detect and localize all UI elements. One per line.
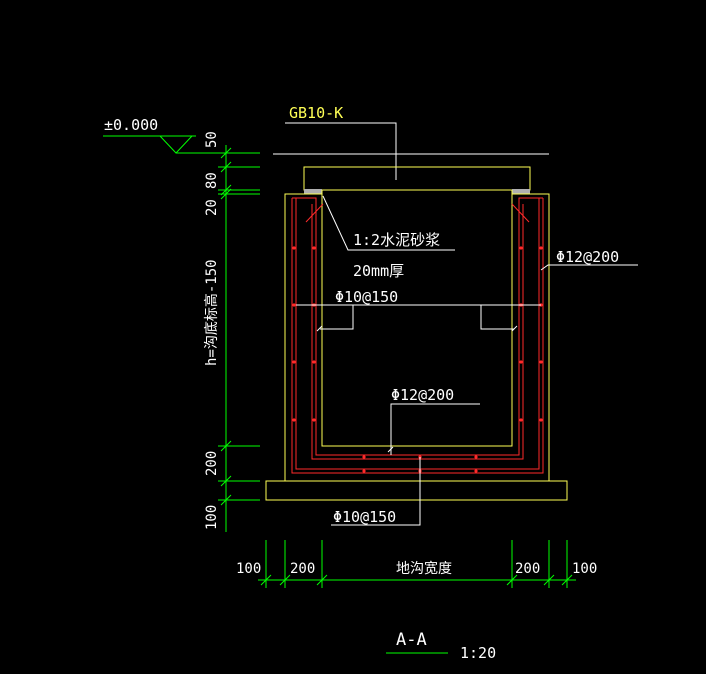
section-scale: 1:20	[460, 644, 496, 662]
vdim-50: 50	[204, 131, 220, 148]
mortar-leader	[322, 195, 455, 251]
base-cushion	[265, 480, 568, 501]
wall-inner-rebar-leader-right	[480, 305, 514, 330]
outer-rebar-u-second	[295, 198, 540, 470]
vdim-200: 200	[204, 451, 220, 476]
annotations: 1:2水泥砂浆 20mm厚 Φ12@200 Φ10@150 Φ12@200 Φ1…	[296, 195, 638, 526]
leader-tick-bottom	[387, 446, 394, 453]
bottom-outer-rebar-leader	[331, 457, 421, 526]
level-mark-triangle	[159, 135, 193, 154]
vertical-dimension-texts: 50 80 20 h=沟底标高-150 200 100	[203, 131, 220, 530]
section-title-block: A-A 1:20	[386, 630, 496, 662]
hdim-left-100: 100	[236, 561, 261, 577]
inner-rebar-u	[315, 204, 520, 456]
concrete-section	[265, 190, 568, 501]
cover-pad-left	[304, 189, 322, 194]
cover-leader	[285, 122, 397, 180]
hdim-left-200: 200	[290, 561, 315, 577]
hdim-center: 地沟宽度	[396, 560, 452, 577]
wall-outer-rebar-label: Φ12@200	[556, 248, 619, 266]
horizontal-dimension-texts: 100 200 地沟宽度 200 100	[236, 560, 597, 577]
vdim-h: h=沟底标高-150	[203, 259, 220, 366]
level-mark-text: ±0.000	[104, 116, 158, 134]
mortar-thickness: 20mm厚	[353, 262, 404, 280]
hdim-ticks	[260, 574, 573, 586]
left-hook-tail	[305, 203, 324, 223]
cover-plate: GB10-K	[273, 104, 549, 194]
vdim-80: 80	[204, 172, 220, 189]
leader-tick-right	[511, 325, 518, 332]
wall-inner-rebar-leader-left	[320, 305, 354, 330]
rebar-dots	[292, 246, 543, 473]
mortar-label: 1:2水泥砂浆	[353, 231, 440, 249]
section-title: A-A	[396, 630, 427, 650]
bottom-inner-rebar-label: Φ12@200	[391, 386, 454, 404]
outer-rebar-u	[291, 198, 544, 474]
right-wall-top-hook	[518, 197, 543, 204]
hdim-right-100: 100	[572, 561, 597, 577]
left-wall-top-hook	[292, 197, 317, 204]
reinforcement	[291, 197, 544, 474]
horizontal-dimensions	[258, 540, 576, 588]
cover-pad-right	[512, 189, 530, 194]
vertical-dimensions	[218, 145, 260, 532]
leader-tick-left	[316, 325, 323, 332]
level-mark: ±0.000	[103, 116, 226, 154]
hdim-right-200: 200	[515, 561, 540, 577]
bottom-inner-rebar-leader	[390, 403, 480, 455]
vdim-100: 100	[204, 505, 220, 530]
cover-slab	[303, 166, 531, 191]
inner-rebar-u-second	[311, 204, 524, 460]
bottom-outer-rebar-label: Φ10@150	[333, 508, 396, 526]
vdim-20: 20	[204, 199, 220, 216]
vdim-ticks	[220, 147, 232, 506]
wall-outer-rebar-leader	[540, 264, 638, 271]
wall-inner-rebar-label: Φ10@150	[335, 288, 398, 306]
cover-label: GB10-K	[289, 104, 343, 122]
right-hook-tail	[511, 203, 530, 223]
